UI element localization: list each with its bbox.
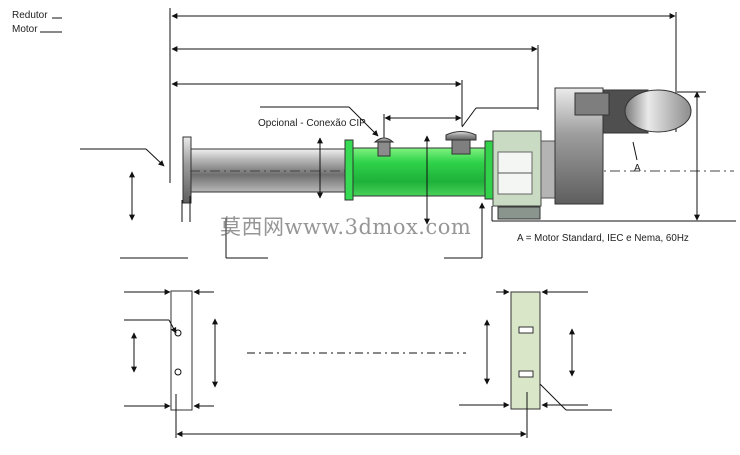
cip-port-left [373,137,395,143]
bearing-base [497,206,541,220]
right-footplate [510,291,541,410]
terminal-box [574,92,610,116]
motor-end-cap [624,89,692,133]
cip-port-right [445,131,477,141]
optional-cip-label: Opcional - Conexão CIP [258,118,366,129]
left-footplate [170,290,193,411]
left-mount-hole-bottom [174,368,182,376]
reducer-label: Redutor [12,10,48,21]
right-slot-bottom [518,370,534,378]
bottom-footprint-view [124,289,612,438]
callouts-and-vertical-dimensions [80,91,706,259]
top-dimension-lines [169,8,677,183]
green-suction-housing [352,147,487,197]
legend-block: Redutor Motor [12,10,62,35]
motor-label: Motor [12,24,38,35]
right-slot-top [518,326,534,334]
motor-standard-note: A = Motor Standard, IEC e Nema, 60Hz [517,233,689,244]
motor-a-label: A [634,163,641,174]
inlet-end-plate [182,136,192,204]
green-flange-left [344,139,354,201]
pump-assembly [181,87,736,222]
